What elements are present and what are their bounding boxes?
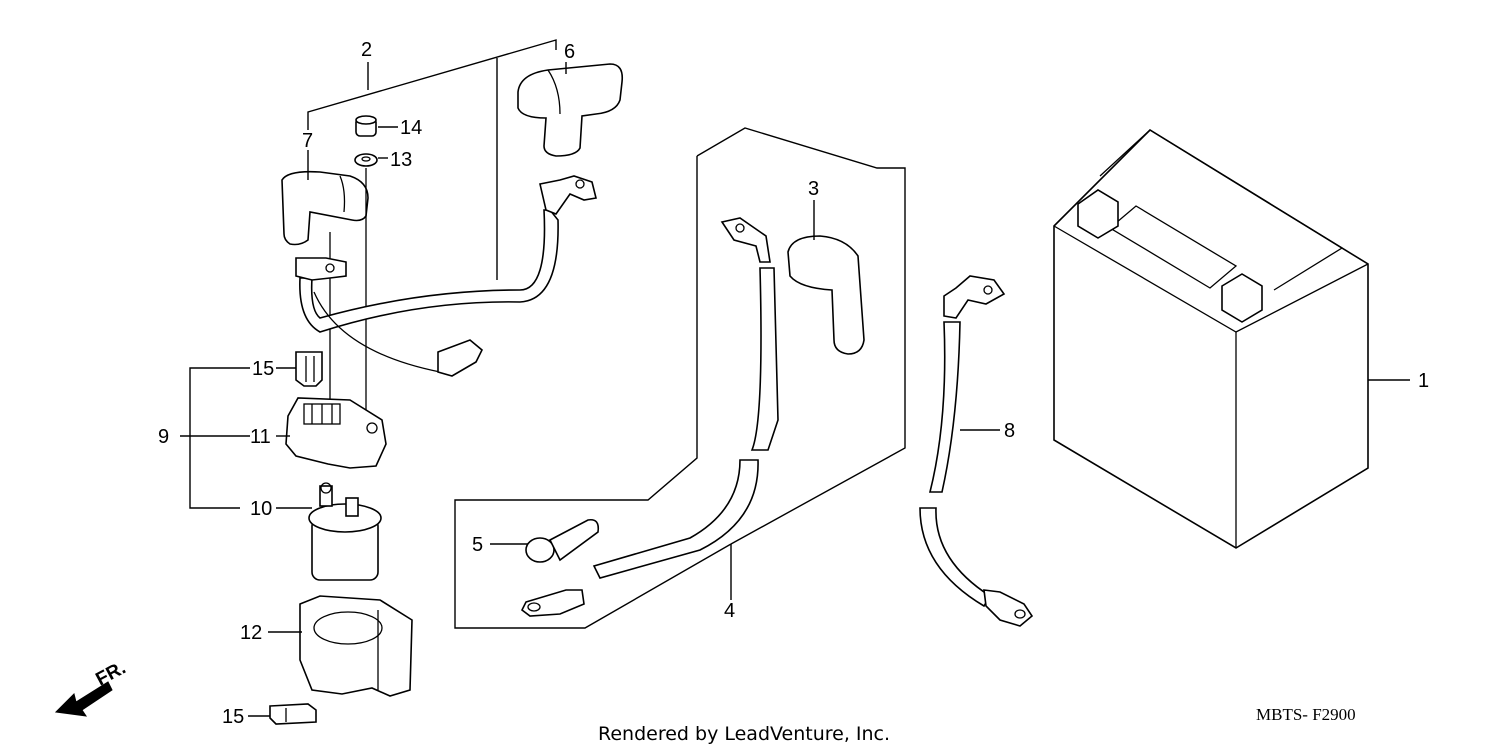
starter-cable	[295, 175, 597, 377]
callout-2: 2	[361, 39, 372, 61]
group-9-bracket	[180, 367, 250, 509]
callout-3: 3	[808, 178, 819, 200]
callout-10: 10	[250, 498, 272, 520]
part-15-fuse-upper	[295, 351, 323, 387]
diagram-code: MBTS- F2900	[1256, 705, 1356, 724]
part-4-negative-cable	[520, 217, 779, 617]
callout-1: 1	[1418, 370, 1429, 392]
rendered-by-footer: Rendered by LeadVenture, Inc.	[598, 723, 890, 745]
callout-8: 8	[1004, 420, 1015, 442]
callout-12: 12	[240, 622, 262, 644]
callout-9: 9	[158, 426, 169, 448]
part-12-relay-holder	[299, 595, 413, 697]
part-10-solenoid	[308, 482, 382, 581]
part-15-fuse-lower	[269, 703, 317, 725]
callout-15-lower: 15	[222, 706, 244, 728]
callout-6: 6	[564, 41, 575, 63]
callout-13: 13	[390, 149, 412, 171]
part-7-relay-cover	[281, 170, 369, 246]
group-2-bracket	[307, 39, 557, 280]
callout-5: 5	[472, 534, 483, 556]
callout-4: 4	[724, 600, 735, 622]
part-6-terminal-cover	[517, 63, 624, 157]
part-8-positive-cable	[919, 275, 1034, 627]
callout-11: 11	[250, 426, 271, 448]
front-label: FR.	[92, 658, 129, 691]
callout-14: 14	[400, 117, 422, 139]
part-1-battery	[1053, 128, 1369, 549]
part-14-nut	[355, 115, 377, 137]
callout-7: 7	[302, 130, 313, 152]
part-11-starter-relay	[285, 397, 387, 469]
callout-15-upper: 15	[252, 358, 274, 380]
part-13-washer	[354, 153, 378, 167]
front-direction-arrow: FR.	[54, 658, 129, 717]
part-3-terminal-cover	[787, 235, 865, 355]
group-4-dashed-box	[454, 127, 906, 629]
part-5-terminal-boot	[525, 518, 600, 563]
